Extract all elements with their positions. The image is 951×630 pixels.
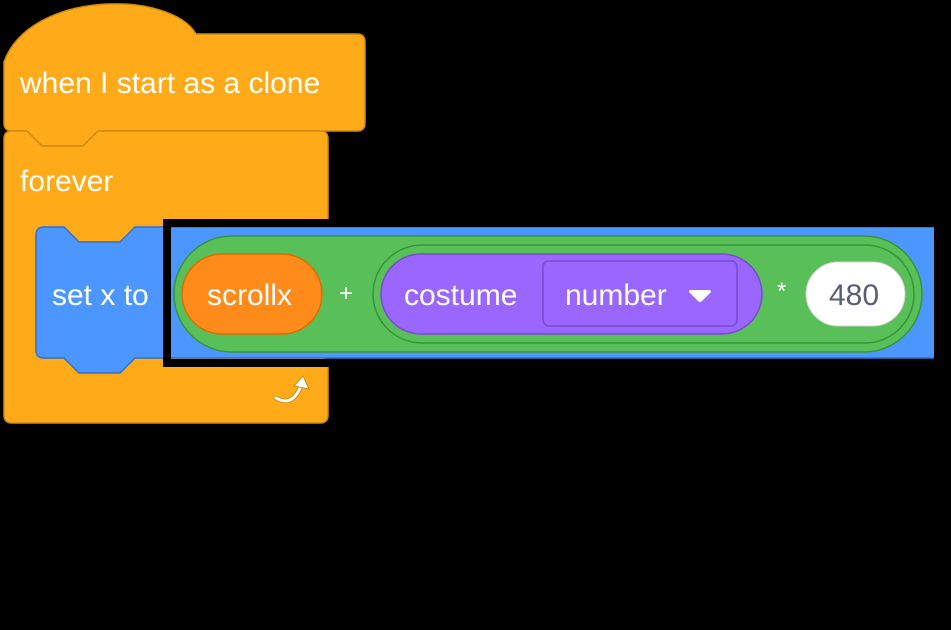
add-operator-symbol: + (339, 280, 354, 307)
scrollx-label: scrollx (207, 279, 293, 312)
highlight-frame (163, 219, 942, 367)
hat-block-label: when I start as a clone (20, 67, 321, 100)
scrollx-variable-shape[interactable] (181, 253, 323, 335)
set-x-label: set x to (52, 279, 149, 312)
caret-down-icon (689, 290, 711, 302)
number-input-shape[interactable] (805, 261, 906, 327)
costume-dropdown-value[interactable]: number (565, 279, 667, 312)
costume-label: costume (404, 279, 518, 312)
forever-block-label: forever (20, 165, 114, 198)
loop-arrow-icon (273, 375, 310, 404)
costume-dropdown-shape[interactable] (542, 260, 738, 327)
multiply-operator-symbol: * (777, 278, 787, 305)
number-input-value[interactable]: 480 (829, 279, 880, 312)
